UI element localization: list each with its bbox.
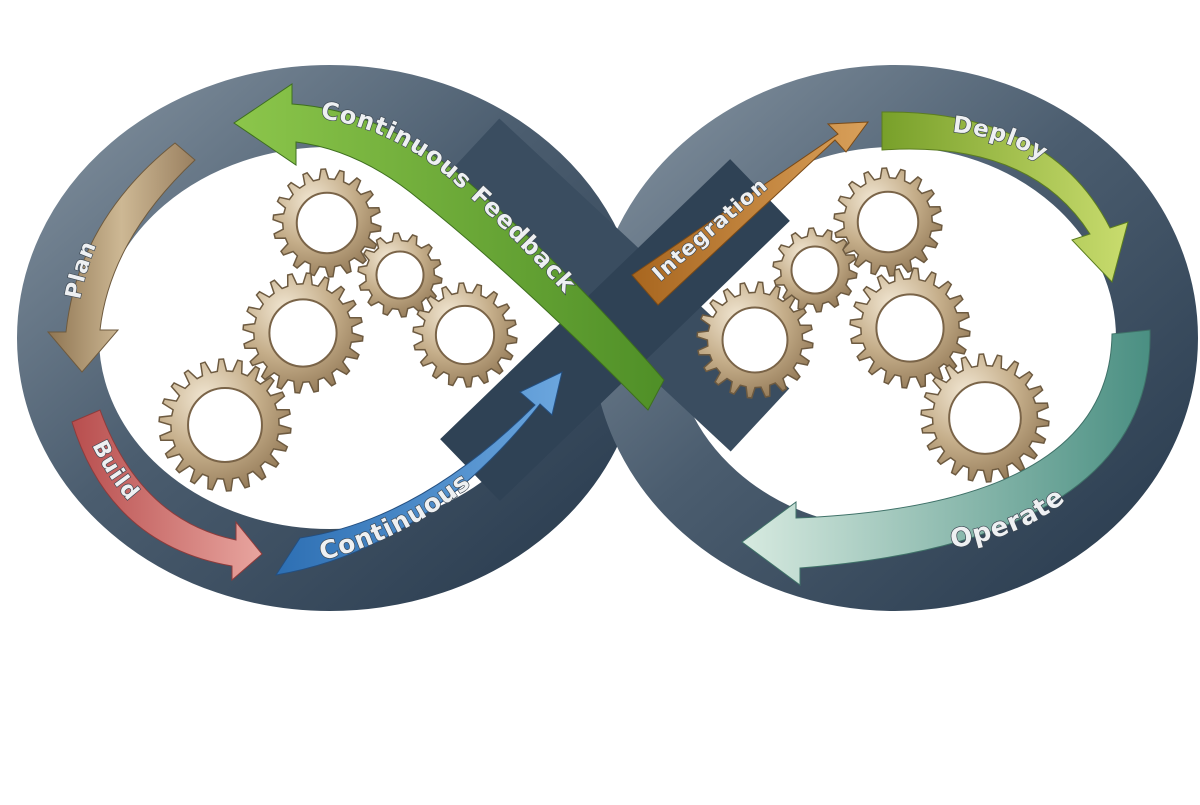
gear-icon xyxy=(357,232,443,318)
gear-icon xyxy=(158,358,292,492)
operate-arrow xyxy=(741,329,1151,586)
continuous-feedback-arrow xyxy=(233,83,665,411)
deploy-arrow xyxy=(881,111,1129,283)
gear-icon xyxy=(772,227,858,313)
integration-arrow xyxy=(631,121,870,306)
gear-icon xyxy=(696,281,814,399)
right-gear-cluster xyxy=(696,167,1050,483)
plan-arrow xyxy=(46,142,196,373)
gear-icon xyxy=(920,353,1050,483)
continuous-arrow xyxy=(274,371,563,576)
gear-icon xyxy=(833,167,943,277)
build-arrow xyxy=(71,409,263,582)
gear-icon xyxy=(412,282,518,388)
gear-icon xyxy=(242,272,364,394)
left-gear-cluster xyxy=(158,168,518,492)
stage-arrows xyxy=(46,83,1151,586)
gear-icon xyxy=(849,267,971,389)
gear-icon xyxy=(272,168,382,278)
